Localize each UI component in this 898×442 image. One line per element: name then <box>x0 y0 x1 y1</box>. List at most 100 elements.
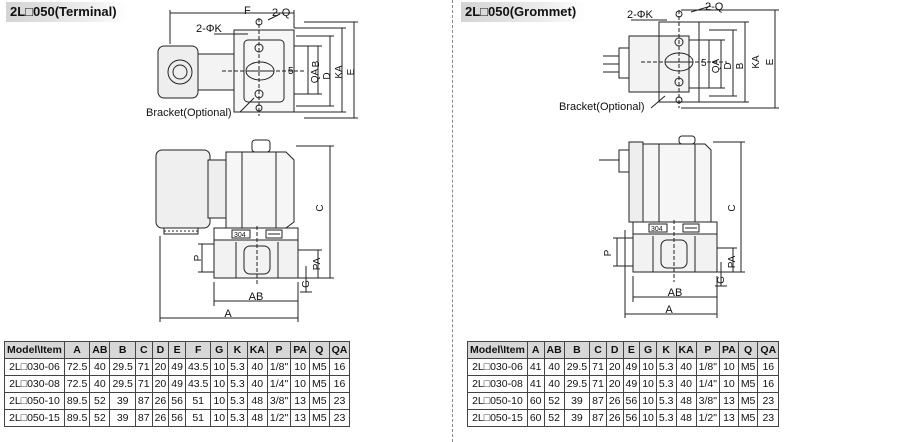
column-header: Q <box>309 341 330 359</box>
grommet-front-dimensions <box>613 141 745 318</box>
bracket-label: Bracket(Optional) <box>146 107 232 119</box>
column-header: G <box>639 341 657 359</box>
terminal-top-view <box>157 18 309 116</box>
table-cell: 1/2" <box>266 409 292 427</box>
column-header: G <box>210 341 229 359</box>
table-cell: 23 <box>328 409 351 427</box>
table-cell: 3/8" <box>695 392 721 410</box>
grommet-title: 2L□050(Grommet) <box>461 2 587 22</box>
table-cell: 20 <box>605 358 624 376</box>
column-header: Model\Item <box>467 341 528 359</box>
table-cell: 40 <box>543 358 565 376</box>
column-header: D <box>605 341 624 359</box>
grommet-top-view <box>603 10 727 108</box>
table-cell: 29.5 <box>563 358 591 376</box>
table-cell: 40 <box>675 375 697 393</box>
table-cell: 26 <box>151 392 170 410</box>
terminal-panel: 2L□050(Terminal) <box>4 2 358 427</box>
grommet-panel: 2L□050(Grommet) <box>455 0 898 442</box>
table-cell: 23 <box>757 392 780 410</box>
dim-f: F <box>244 5 251 17</box>
dim-ab: AB <box>668 287 683 299</box>
table-cell: 5.3 <box>227 409 248 427</box>
column-header: AB <box>89 341 111 359</box>
table-cell: 20 <box>151 358 170 376</box>
dim-g: G <box>716 276 727 284</box>
table-cell: 49 <box>622 375 641 393</box>
table-cell: 43.5 <box>184 375 212 393</box>
dim-ka: KA <box>751 55 762 69</box>
dim-b: B <box>735 62 746 69</box>
table-cell: 2L□050-10 <box>467 392 528 410</box>
table-cell: 2L□050-10 <box>4 392 65 410</box>
table-cell: 56 <box>622 409 641 427</box>
table-cell: 13 <box>290 409 310 427</box>
dim-ab: AB <box>249 291 264 303</box>
table-cell: 40 <box>89 375 111 393</box>
table-cell: 10 <box>719 375 739 393</box>
table-cell: 5.3 <box>655 392 677 410</box>
column-header: P <box>266 341 292 359</box>
table-cell: 2L□050-15 <box>4 409 65 427</box>
table-cell: 2L□030-06 <box>4 358 65 376</box>
dim-phi-k: 2-ΦK <box>196 23 223 35</box>
table-cell: 87 <box>134 409 153 427</box>
dim-a: A <box>224 308 232 320</box>
table-cell: 26 <box>151 409 170 427</box>
dim-pa: PA <box>727 255 738 268</box>
table-cell: 10 <box>290 375 310 393</box>
table-cell: 51 <box>184 392 212 410</box>
table-cell: 39 <box>563 409 591 427</box>
terminal-front-view <box>155 139 299 286</box>
table-cell: 56 <box>622 392 641 410</box>
grommet-drawing: 2-ΦK 2-Q 5 QA D B KA E Bracket(Optional)… <box>559 1 779 318</box>
table-cell: 2L□030-08 <box>4 375 65 393</box>
grommet-top-dimensions <box>631 5 779 109</box>
column-header: Q <box>737 341 759 359</box>
column-header: E <box>168 341 186 359</box>
table-cell: 49 <box>168 375 186 393</box>
table-cell: 26 <box>605 392 624 410</box>
table-cell: 72.5 <box>63 375 91 393</box>
table-cell: 60 <box>526 392 545 410</box>
table-cell: 5.3 <box>227 358 248 376</box>
material-mark: 304 <box>651 226 663 233</box>
bracket-label: Bracket(Optional) <box>559 101 645 113</box>
dim-qa: QA <box>310 68 321 83</box>
table-cell: 41 <box>526 375 545 393</box>
table-cell: 40 <box>246 358 268 376</box>
column-header: P <box>695 341 721 359</box>
dim-s: 5 <box>701 58 707 69</box>
table-cell: 49 <box>168 358 186 376</box>
table-cell: M5 <box>737 375 759 393</box>
table-cell: 41 <box>526 358 545 376</box>
table-cell: 16 <box>328 358 351 376</box>
table-cell: 48 <box>675 409 697 427</box>
table-cell: 71 <box>134 375 153 393</box>
table-cell: 10 <box>639 375 657 393</box>
table-cell: M5 <box>737 409 759 427</box>
table-cell: 10 <box>639 358 657 376</box>
terminal-drawing: F 2-ΦK 2-Q 5 QA D B KA E Bracket(Optiona… <box>146 5 358 322</box>
table-cell: 5.3 <box>655 375 677 393</box>
table-cell: 10 <box>210 392 229 410</box>
dim-p: P <box>603 249 614 256</box>
table-cell: 5.3 <box>227 392 248 410</box>
column-header: C <box>589 341 607 359</box>
table-cell: 2L□030-08 <box>467 375 528 393</box>
table-cell: 10 <box>290 358 310 376</box>
table-cell: 52 <box>543 392 565 410</box>
table-cell: M5 <box>737 358 759 376</box>
dim-q: 2-Q <box>705 1 724 13</box>
table-cell: 87 <box>589 409 607 427</box>
column-header: KA <box>675 341 697 359</box>
column-header: D <box>151 341 170 359</box>
table-cell: 16 <box>757 375 780 393</box>
column-header: K <box>655 341 677 359</box>
terminal-front-dimensions <box>159 145 334 322</box>
table-cell: 87 <box>589 392 607 410</box>
